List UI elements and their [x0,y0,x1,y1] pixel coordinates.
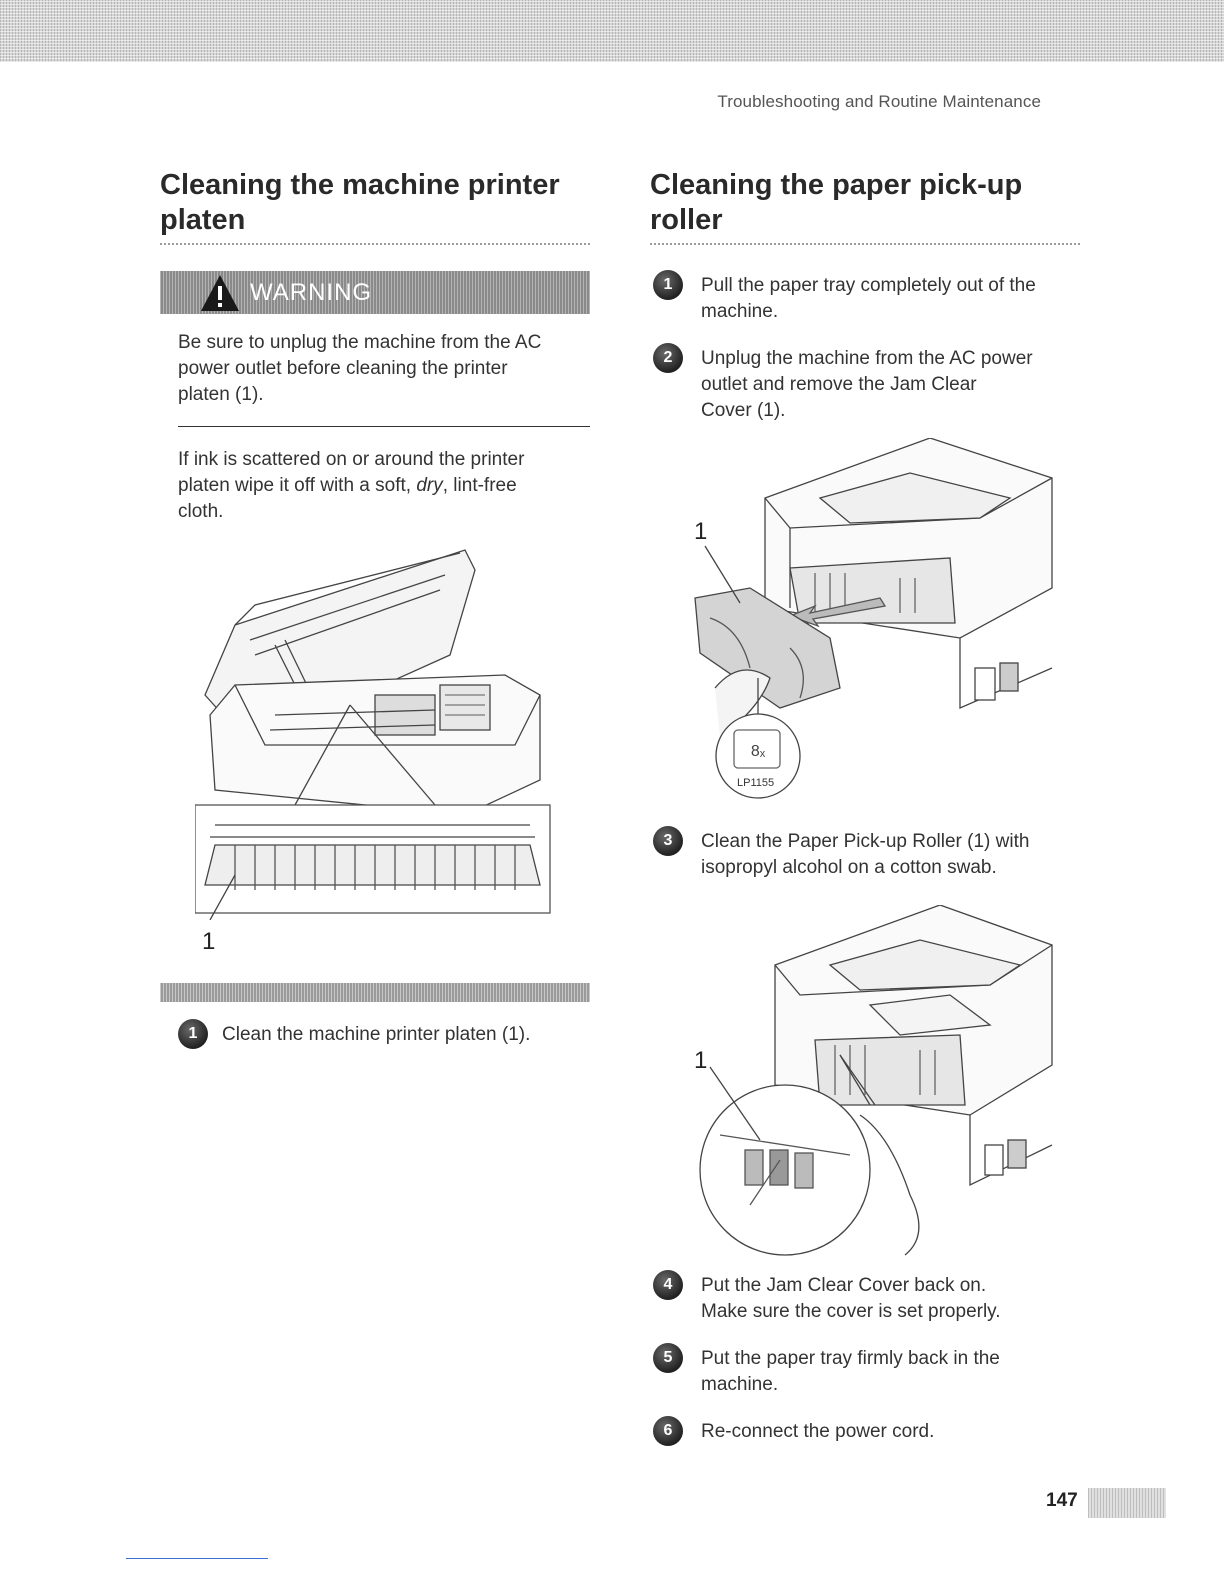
step-item: 1 Clean the machine printer platen (1). [178,1019,531,1049]
step-text: Put the paper tray firmly back in the ma… [701,1346,1000,1398]
title-underline [650,243,1080,245]
cleaning-roller-illustration [690,904,1055,1260]
warning-triangle-icon [198,271,242,315]
step-number-badge: 1 [653,270,683,300]
text-line: Cover (1). [701,400,786,421]
footer-decorative-box [1088,1488,1166,1518]
step-item: 5 Put the paper tray firmly back in the … [653,1343,1000,1398]
step-number-badge: 4 [653,1270,683,1300]
step-text: Pull the paper tray completely out of th… [701,273,1036,325]
running-header: Troubleshooting and Routine Maintenance [717,92,1041,111]
section-divider-bar [160,983,590,1002]
text-line: Put the Jam Clear Cover back on. [701,1275,987,1296]
emphasis-dry: dry [416,475,443,496]
text-line: Unplug the machine from the AC power [701,348,1033,369]
step-item: 1 Pull the paper tray completely out of … [653,270,1036,325]
top-decorative-band [0,0,1224,62]
text-line: platen (1). [178,384,264,405]
title-line: Cleaning the paper pick-up [650,169,1023,201]
text-line: If ink is scattered on or around the pri… [178,449,525,470]
part-code-label: LP1155 [737,777,775,789]
figure-callout-1: 1 [694,1047,708,1074]
warning-banner: WARNING [160,271,590,314]
text-line: Be sure to unplug the machine from the A… [178,332,542,353]
step-text: Put the Jam Clear Cover back on. Make su… [701,1273,1001,1325]
warning-label: WARNING [250,278,373,306]
jam-clear-cover-illustration: 8ₓ [680,437,1055,808]
warning-text: Be sure to unplug the machine from the A… [178,330,541,408]
step-number-badge: 5 [653,1343,683,1373]
step-item: 3 Clean the Paper Pick-up Roller (1) wit… [653,826,1029,881]
step-text: Clean the machine printer platen (1). [222,1024,531,1045]
text-line: isopropyl alcohol on a cotton swab. [701,857,997,878]
step-text: Clean the Paper Pick-up Roller (1) with … [701,829,1029,881]
text-line: machine. [701,1374,779,1395]
text-line: Put the paper tray firmly back in the [701,1348,1000,1369]
svg-text:8ₓ: 8ₓ [751,743,766,760]
text-line: machine. [701,301,779,322]
title-underline [160,243,590,245]
text-line: power outlet before cleaning the printer [178,358,508,379]
page-number: 147 [1046,1490,1078,1511]
printer-platen-illustration [194,545,560,921]
title-line: platen [160,204,246,236]
warning-bottom-rule [178,426,590,427]
text-line: Clean the Paper Pick-up Roller (1) with [701,831,1030,852]
title-line: roller [650,204,723,236]
step-number-badge: 3 [653,826,683,856]
intro-paragraph: If ink is scattered on or around the pri… [178,447,524,525]
figure-callout-1: 1 [694,518,708,545]
step-number-badge: 2 [653,343,683,373]
text-line: Re-connect the power cord. [701,1421,935,1442]
step-number-badge: 6 [653,1416,683,1446]
text-line: outlet and remove the Jam Clear [701,374,977,395]
text-fragment: platen wipe it off with a soft, [178,475,417,496]
section-title-pickup-roller: Cleaning the paper pick-up roller [650,168,1022,238]
step-number-badge: 1 [178,1019,208,1049]
text-line: cloth. [178,501,224,522]
step-item: 6 Re-connect the power cord. [653,1416,934,1446]
text-line: Make sure the cover is set properly. [701,1301,1001,1322]
title-line: Cleaning the machine printer [160,169,560,201]
section-title-printer-platen: Cleaning the machine printer platen [160,168,560,238]
step-item: 2 Unplug the machine from the AC power o… [653,343,1033,424]
text-fragment: , lint-free [442,475,517,496]
figure-callout-1: 1 [202,928,216,955]
footer-rule [126,1558,268,1559]
step-item: 4 Put the Jam Clear Cover back on. Make … [653,1270,1001,1325]
step-text: Re-connect the power cord. [701,1419,934,1445]
step-text: Unplug the machine from the AC power out… [701,346,1033,424]
text-line: Pull the paper tray completely out of th… [701,275,1036,296]
